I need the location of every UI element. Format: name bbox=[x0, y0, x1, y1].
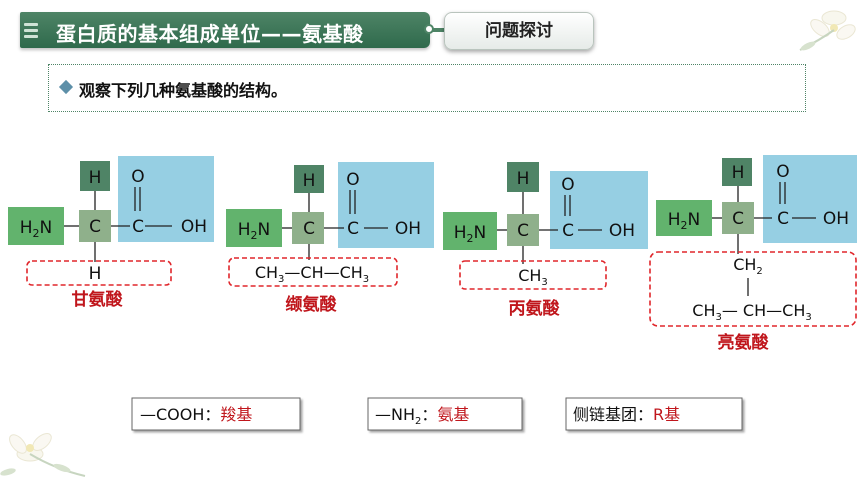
hydrogen-box bbox=[507, 162, 539, 192]
r-group-text: CH3 bbox=[518, 266, 548, 288]
amino-box bbox=[443, 212, 497, 250]
instruction-text: 观察下列几种氨基酸的结构。 bbox=[79, 81, 288, 100]
flower-decoration-bottom-left bbox=[0, 433, 86, 477]
r-group-top-text: CH2 bbox=[733, 255, 763, 277]
atom-c-alpha: C bbox=[303, 219, 315, 239]
amino-group-label: H2N bbox=[454, 223, 487, 245]
carbon-box bbox=[79, 210, 111, 242]
r-group-text: CH3—CH—CH3 bbox=[255, 263, 369, 285]
structure-valine: H O C OH C H2N CH3—CH—CH3 缬氨酸 bbox=[226, 162, 434, 315]
atom-c-carboxyl: C bbox=[562, 221, 574, 241]
r-group-text: CH3— CH—CH3 bbox=[692, 301, 811, 323]
atom-c-carboxyl: C bbox=[132, 217, 144, 237]
carbon-box bbox=[507, 214, 539, 246]
r-group-dashed-box bbox=[649, 251, 857, 327]
atom-c-alpha: C bbox=[517, 221, 529, 241]
carboxyl-box bbox=[338, 162, 434, 248]
atom-o: O bbox=[776, 162, 789, 182]
structure-leucine: H O C OH C H2N CH2 CH3— CH—CH3 亮氨酸 bbox=[649, 155, 857, 353]
legend-amino-text: —NH2：氨基 bbox=[375, 405, 469, 427]
legend-r-group-text: 侧链基团：R基 bbox=[573, 405, 680, 424]
amino-box bbox=[8, 207, 64, 245]
atom-oh: OH bbox=[823, 209, 849, 229]
amino-group-label: H2N bbox=[668, 210, 701, 232]
amino-acid-name-valine: 缬氨酸 bbox=[286, 294, 338, 315]
r-group-dashed-box bbox=[26, 260, 172, 286]
carbon-box bbox=[292, 212, 324, 244]
amino-acid-name-alanine: 丙氨酸 bbox=[509, 298, 561, 319]
atom-o: O bbox=[561, 175, 574, 195]
atom-o: O bbox=[131, 167, 144, 187]
atom-oh: OH bbox=[609, 221, 635, 241]
r-group-dashed-box bbox=[459, 260, 607, 290]
legend-amino: —NH2：氨基 bbox=[367, 397, 523, 431]
structure-alanine: H O C OH C H2N CH3 丙氨酸 bbox=[443, 162, 648, 319]
page-title: 蛋白质的基本组成单位——氨基酸 bbox=[56, 22, 364, 46]
atom-c-carboxyl: C bbox=[347, 219, 359, 239]
amino-acid-name-glycine: 甘氨酸 bbox=[72, 289, 124, 310]
hydrogen-box bbox=[80, 161, 110, 191]
legend-carboxyl-text: —COOH：羧基 bbox=[140, 405, 252, 424]
amino-acid-name-leucine: 亮氨酸 bbox=[718, 332, 770, 353]
amino-box bbox=[656, 200, 712, 236]
structure-glycine: H O C OH C H2N H 甘氨酸 bbox=[8, 156, 214, 310]
r-group-text: H bbox=[89, 264, 102, 284]
title-connector bbox=[428, 28, 448, 32]
atom-h: H bbox=[89, 168, 102, 188]
legend-r-group: 侧链基团：R基 bbox=[565, 397, 743, 431]
carboxyl-box bbox=[550, 171, 648, 249]
atom-c-carboxyl: C bbox=[777, 209, 789, 229]
title-grip-line bbox=[24, 29, 38, 32]
hydrogen-box bbox=[294, 165, 324, 193]
atom-h: H bbox=[517, 169, 530, 189]
atom-c-alpha: C bbox=[732, 209, 744, 229]
atom-oh: OH bbox=[395, 219, 421, 239]
title-grip-line bbox=[24, 35, 38, 38]
atom-h: H bbox=[732, 163, 745, 183]
amino-group-label: H2N bbox=[238, 220, 271, 242]
atom-oh: OH bbox=[181, 217, 207, 237]
discussion-badge[interactable]: 问题探讨 bbox=[444, 12, 594, 50]
legend-carboxyl: —COOH：羧基 bbox=[131, 397, 301, 431]
hydrogen-box bbox=[722, 158, 752, 186]
amino-group-label: H2N bbox=[20, 218, 53, 240]
flower-decoration-top-right bbox=[799, 10, 856, 51]
title-grip-line bbox=[24, 23, 38, 26]
atom-c-alpha: C bbox=[89, 217, 101, 237]
carboxyl-box bbox=[763, 155, 857, 243]
carbon-box bbox=[722, 202, 754, 234]
atom-o: O bbox=[346, 170, 359, 190]
title-bar: 蛋白质的基本组成单位——氨基酸 bbox=[20, 12, 430, 48]
carboxyl-box bbox=[118, 156, 214, 242]
atom-h: H bbox=[303, 171, 316, 191]
instruction-box: 观察下列几种氨基酸的结构。 bbox=[48, 64, 806, 112]
title-connector-dot bbox=[424, 24, 434, 34]
amino-box bbox=[226, 209, 282, 247]
